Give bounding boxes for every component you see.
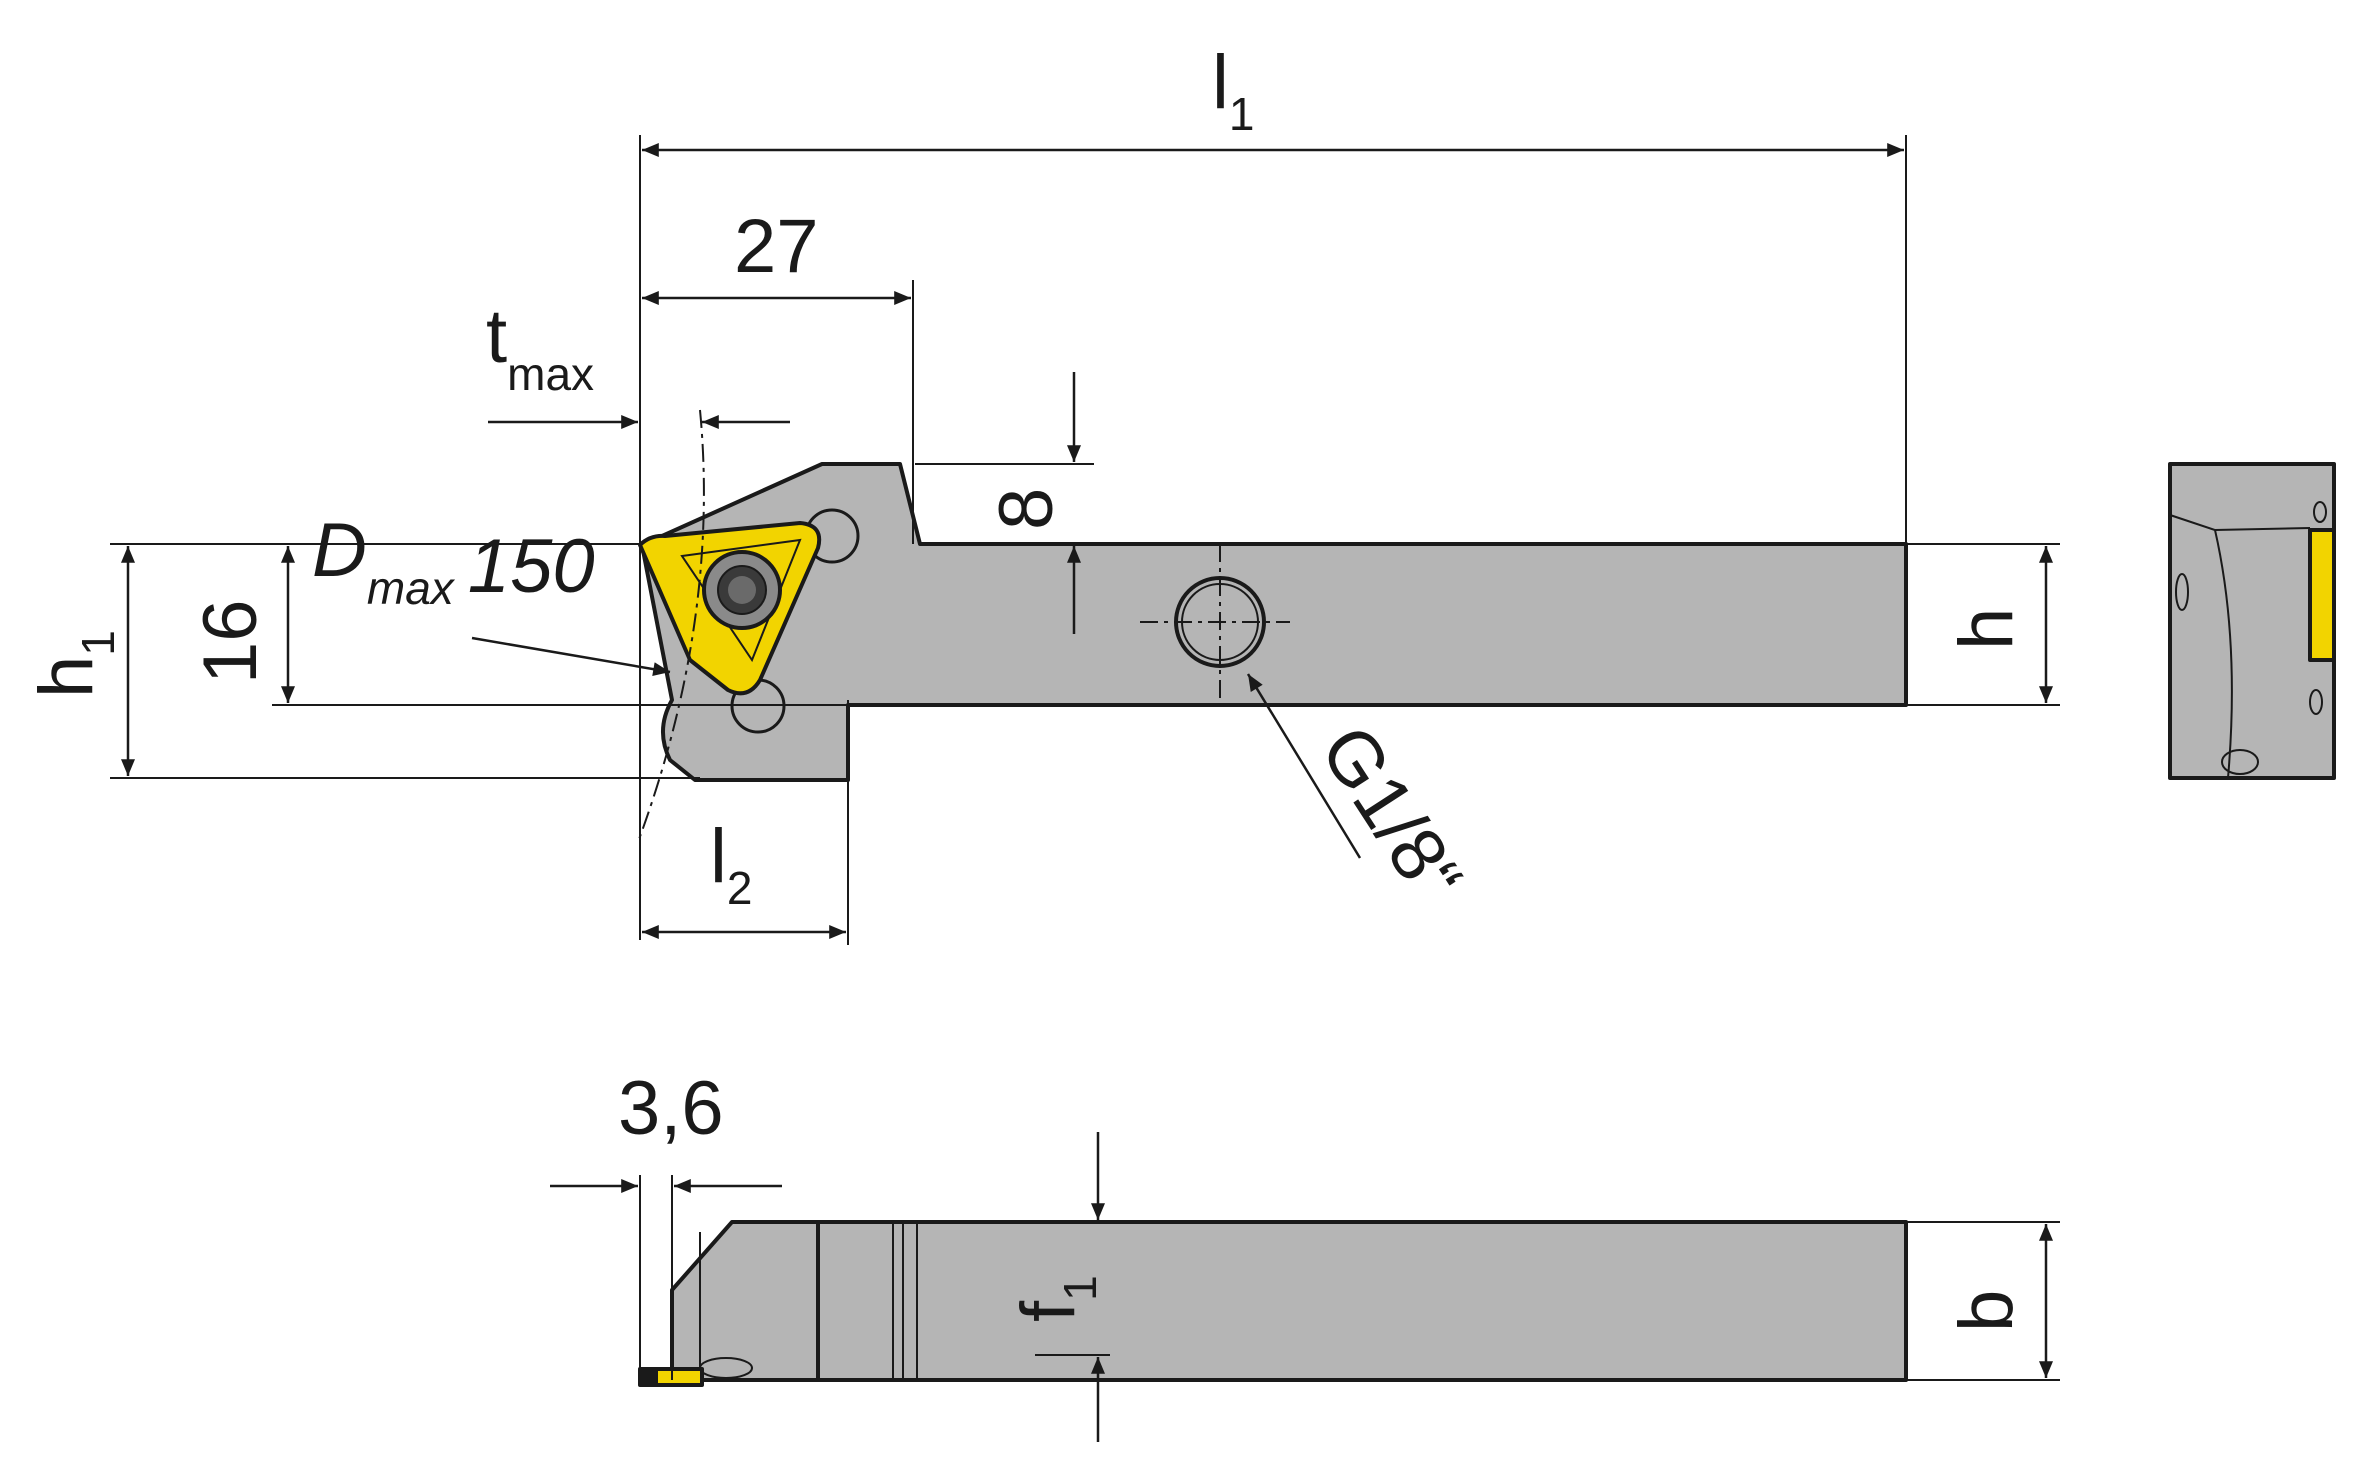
dim-tmax-label: tmax [486,294,594,400]
dim-l1-label: l1 [1212,40,1254,140]
top-view [638,1220,1908,1387]
front-view [637,409,1908,843]
dim-f1-label: f1 [1006,1275,1106,1322]
dim-16-label: 16 [188,599,273,684]
holder-body-top [670,1220,820,1382]
insert-end-view [2308,528,2336,662]
dim-g18-label: G1/8“ [1304,711,1479,917]
dim-27-label: 27 [734,204,819,289]
dim-g18-leader [1246,673,1362,859]
dim-36-label: 3,6 [618,1066,724,1151]
dim-8-label: 8 [984,488,1069,530]
dim-l2-label: l2 [710,814,752,914]
dim-h1-label: h1 [24,630,124,698]
dim-h-label: h [1944,608,2029,650]
holder-body-end [2168,462,2336,780]
holder-body-front [640,462,1908,782]
extension-lines [110,135,2060,1381]
dim-dmax-leader [471,636,671,677]
dim-b-label: b [1944,1290,2029,1332]
end-view [2168,462,2336,780]
